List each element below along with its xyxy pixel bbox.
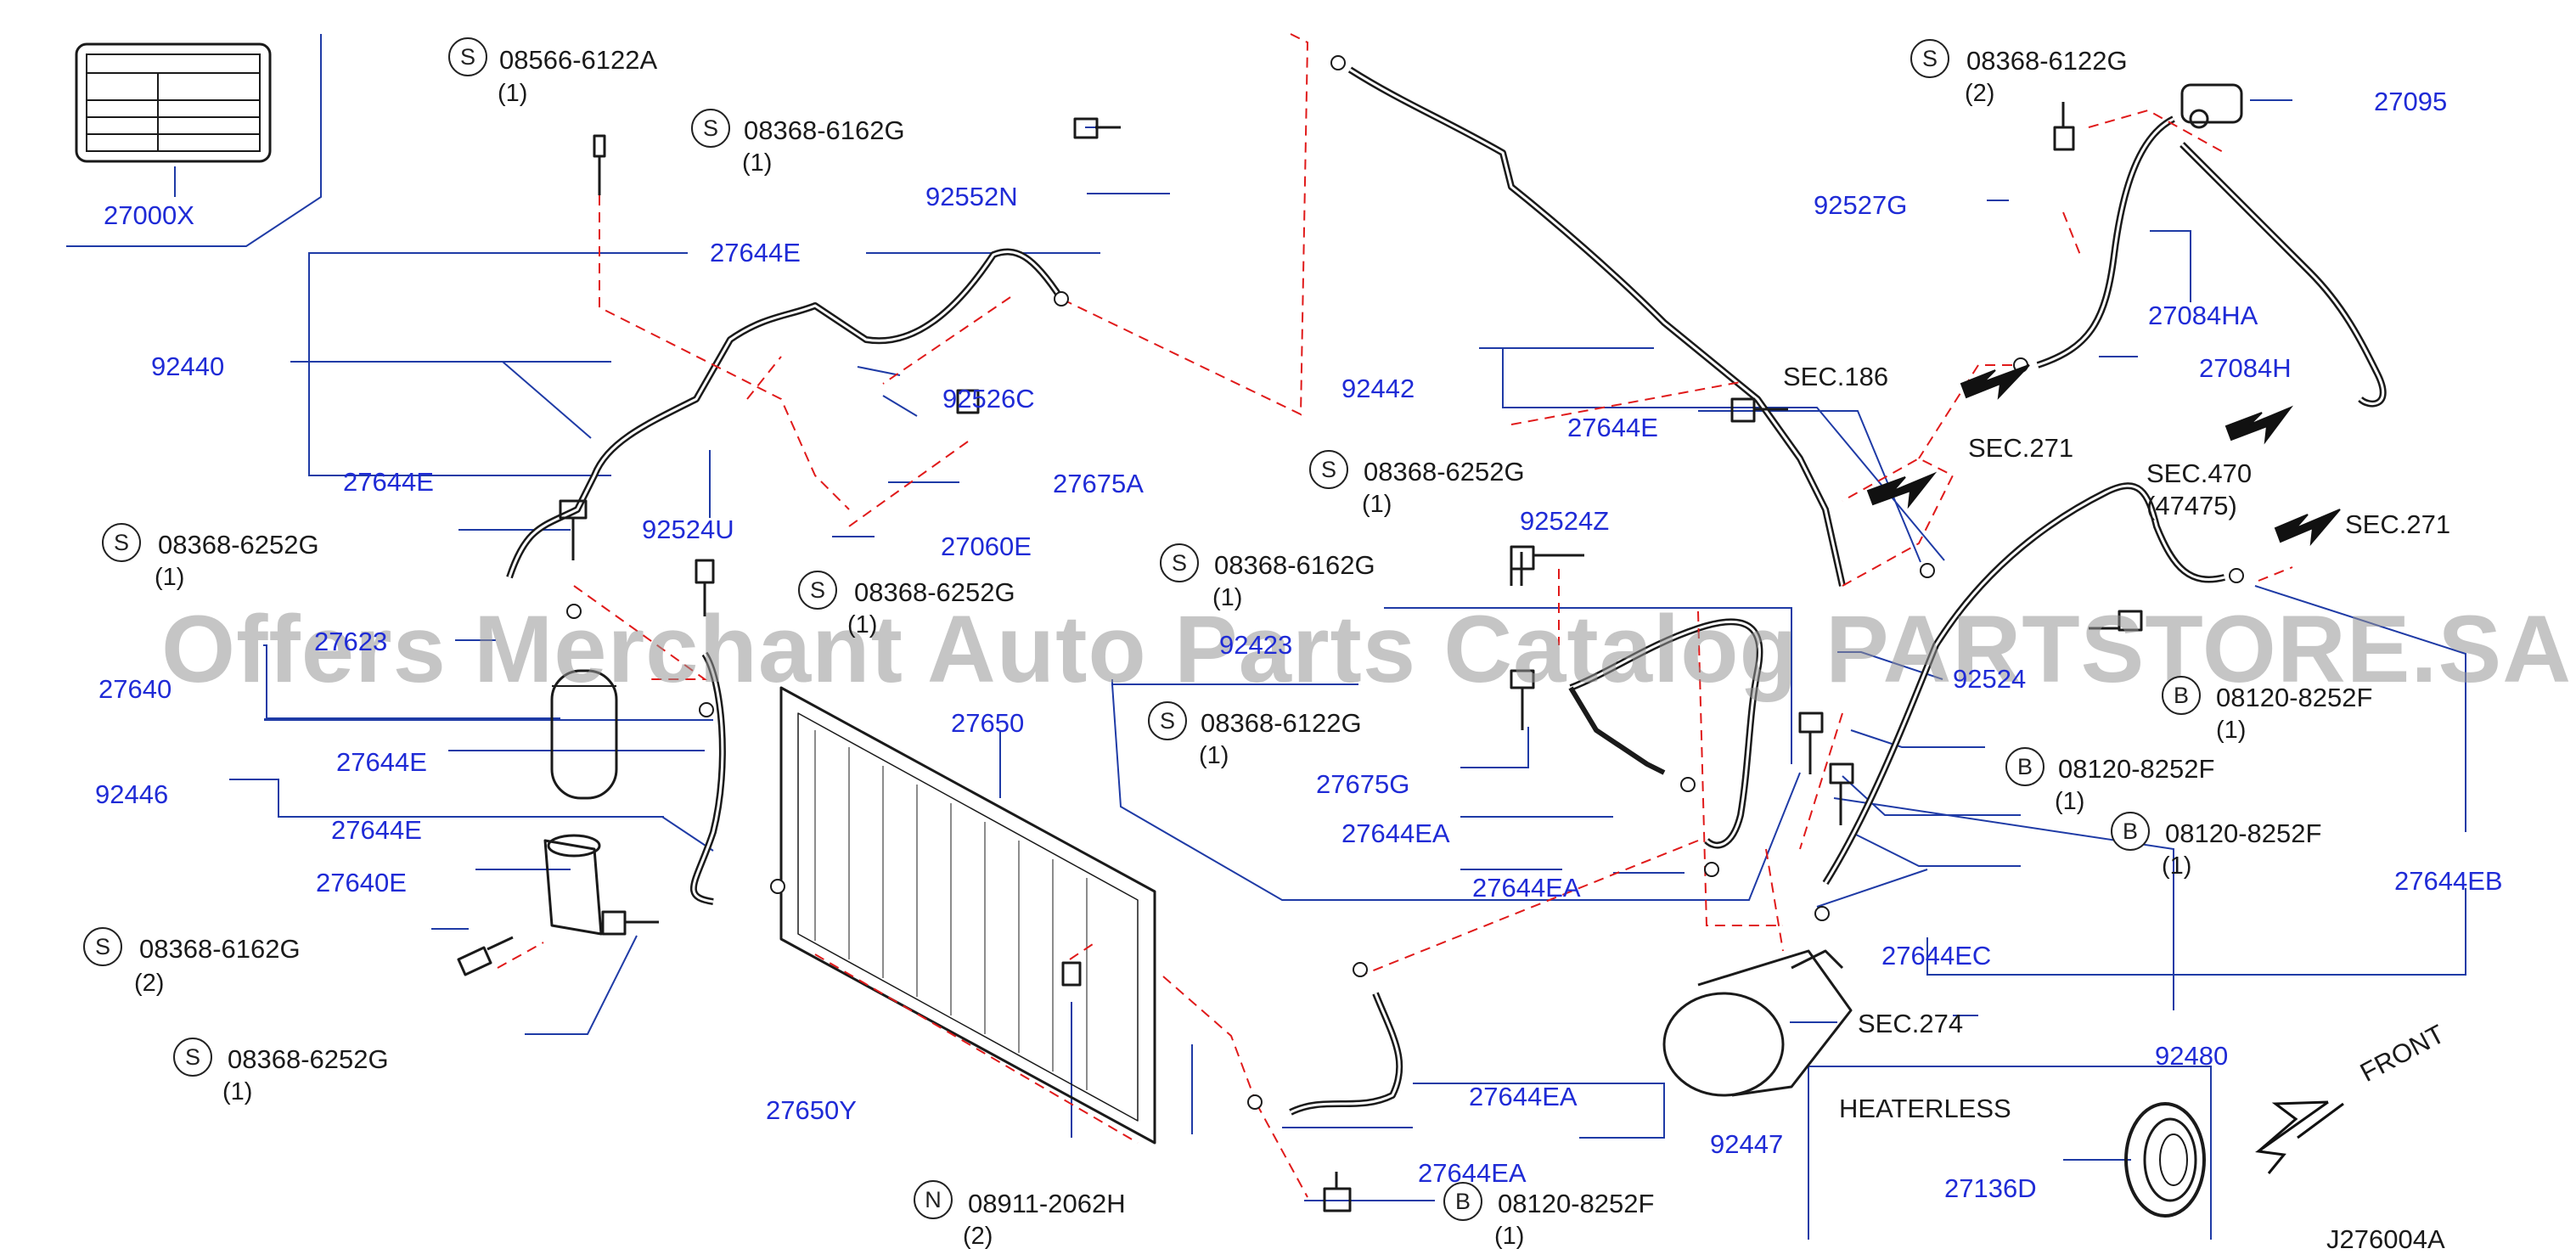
b-badge-icon: B <box>2005 747 2044 786</box>
leader-lines <box>66 34 2466 1240</box>
part-27060e[interactable]: 27060E <box>941 532 1032 561</box>
part-27644ec[interactable]: 27644EC <box>1881 941 1992 970</box>
part-27136d[interactable]: 27136D <box>1944 1173 2037 1203</box>
part-92524[interactable]: 92524 <box>1953 664 2027 694</box>
part-27644e-top[interactable]: 27644E <box>710 238 801 267</box>
section-ref-271-a[interactable]: SEC.271 <box>1968 433 2074 463</box>
section-ref-274[interactable]: SEC.274 <box>1858 1009 1964 1038</box>
s-badge-icon: S <box>1148 701 1187 740</box>
s-badge-icon: S <box>448 37 487 76</box>
part-27644ea-4[interactable]: 27644EA <box>1418 1158 1527 1188</box>
section-ref-470[interactable]: SEC.470 <box>2146 458 2253 488</box>
label-sheet-icon <box>75 42 272 163</box>
part-27650y[interactable]: 27650Y <box>766 1095 857 1125</box>
screw-ref-08368-6122g[interactable]: 08368-6122G <box>1966 46 2128 76</box>
part-92527g[interactable]: 92527G <box>1814 190 1908 220</box>
screw-qty: (1) <box>1362 491 1392 518</box>
part-27644ea-3[interactable]: 27644EA <box>1469 1082 1578 1111</box>
bolt-qty: (1) <box>2162 852 2192 880</box>
b-badge-icon: B <box>2162 676 2201 715</box>
bolt-ref-08120-8252f[interactable]: 08120-8252F <box>1498 1189 1655 1218</box>
bolt-qty: (1) <box>2216 717 2247 744</box>
b-badge-icon: B <box>2111 812 2150 851</box>
s-badge-icon: S <box>691 109 730 148</box>
section-ref-186[interactable]: SEC.186 <box>1783 362 1889 391</box>
s-badge-icon: S <box>1910 39 1949 78</box>
part-27644e-a[interactable]: 27644E <box>336 747 427 777</box>
screw-qty: (1) <box>222 1078 253 1105</box>
screw-qty: (1) <box>1212 584 1243 611</box>
front-arrow-icon <box>2255 1100 2344 1174</box>
part-27644ea-2[interactable]: 27644EA <box>1472 873 1581 903</box>
n-badge-icon: N <box>914 1180 953 1219</box>
nut-qty: (2) <box>963 1223 993 1250</box>
bolt-qty: (1) <box>2055 788 2085 815</box>
diagram-id: J276004A <box>2326 1224 2445 1254</box>
heaterless-label: HEATERLESS <box>1839 1094 2011 1123</box>
screw-ref-08368-6252g[interactable]: 08368-6252G <box>1364 457 1525 487</box>
dashed-connectors <box>497 33 2293 1198</box>
part-27095[interactable]: 27095 <box>2374 87 2448 116</box>
screw-ref-08368-6162g[interactable]: 08368-6162G <box>1214 550 1375 580</box>
b-badge-icon: B <box>1443 1182 1482 1221</box>
part-27650[interactable]: 27650 <box>951 708 1025 738</box>
screw-qty: (1) <box>1199 742 1229 769</box>
part-27675a[interactable]: 27675A <box>1053 469 1144 498</box>
s-badge-icon: S <box>83 927 122 966</box>
screw-qty: (1) <box>498 80 528 107</box>
screw-ref-08368-6162g[interactable]: 08368-6162G <box>744 115 905 145</box>
bolt-qty: (1) <box>1494 1223 1525 1250</box>
s-badge-icon: S <box>798 571 837 610</box>
part-27644ea-1[interactable]: 27644EA <box>1341 818 1450 848</box>
part-27644e-b[interactable]: 27644E <box>331 815 422 845</box>
bolt-ref-08120-8252f[interactable]: 08120-8252F <box>2165 818 2322 848</box>
screw-qty: (1) <box>847 611 878 638</box>
part-27640e[interactable]: 27640E <box>316 868 407 897</box>
screw-ref-08566-6122a[interactable]: 08566-6122A <box>499 45 658 75</box>
part-27623[interactable]: 27623 <box>314 627 388 656</box>
screw-ref-08368-6252g[interactable]: 08368-6252G <box>158 530 319 560</box>
screw-qty: (2) <box>1965 80 1995 107</box>
part-27644e-mid[interactable]: 27644E <box>1567 413 1658 442</box>
screw-ref-08368-6252g[interactable]: 08368-6252G <box>854 577 1015 607</box>
s-badge-icon: S <box>102 523 141 562</box>
part-92423[interactable]: 92423 <box>1219 630 1293 660</box>
nut-ref-08911-2062h[interactable]: 08911-2062H <box>968 1189 1126 1218</box>
pipe-assemblies <box>457 66 2387 1218</box>
section-ref-470-sub: (47475) <box>2146 491 2237 520</box>
part-92440[interactable]: 92440 <box>151 352 225 381</box>
bolt-ref-08120-8252f[interactable]: 08120-8252F <box>2058 754 2215 784</box>
section-arrows <box>1866 364 2341 547</box>
s-badge-icon: S <box>173 1038 212 1077</box>
part-27640[interactable]: 27640 <box>98 674 172 704</box>
part-92524z[interactable]: 92524Z <box>1520 506 1610 536</box>
part-27084h[interactable]: 27084H <box>2199 353 2292 383</box>
section-ref-271-b[interactable]: SEC.271 <box>2345 509 2451 539</box>
s-badge-icon: S <box>1160 543 1199 582</box>
screw-qty: (2) <box>134 970 165 997</box>
part-92480[interactable]: 92480 <box>2155 1041 2229 1071</box>
screw-qty: (1) <box>742 149 773 177</box>
screw-ref-08368-6122g[interactable]: 08368-6122G <box>1201 708 1362 738</box>
part-92526c[interactable]: 92526C <box>942 384 1035 413</box>
screw-ref-08368-6162g[interactable]: 08368-6162G <box>139 934 301 964</box>
part-27644e-left[interactable]: 27644E <box>343 467 434 497</box>
part-92442[interactable]: 92442 <box>1341 374 1415 403</box>
part-27675g[interactable]: 27675G <box>1316 769 1410 799</box>
part-92552n[interactable]: 92552N <box>925 182 1018 211</box>
part-27644eb[interactable]: 27644EB <box>2394 866 2503 896</box>
s-badge-icon: S <box>1309 450 1348 489</box>
part-92524u[interactable]: 92524U <box>642 515 734 544</box>
fastener-circles <box>566 55 2244 1110</box>
part-92447[interactable]: 92447 <box>1710 1129 1784 1159</box>
bolt-ref-08120-8252f[interactable]: 08120-8252F <box>2216 683 2373 712</box>
screw-ref-08368-6252g[interactable]: 08368-6252G <box>228 1044 389 1074</box>
part-27000x[interactable]: 27000X <box>104 200 194 230</box>
part-92446[interactable]: 92446 <box>95 779 169 809</box>
part-27084ha[interactable]: 27084HA <box>2148 301 2258 330</box>
screw-qty: (1) <box>155 564 185 591</box>
